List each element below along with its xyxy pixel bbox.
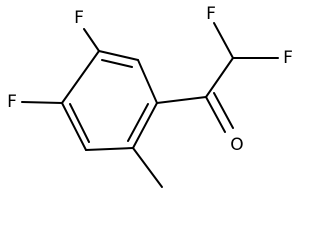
bond-to-difluoromethyl (205, 57, 234, 98)
benzene-ring (61, 50, 158, 151)
atom-label-fluorine: F (283, 48, 293, 68)
atom-label-oxygen: O (230, 135, 243, 155)
bond-to-fluorine-top (83, 28, 100, 52)
ring-bond (132, 102, 158, 149)
bond-to-methyl (132, 147, 163, 188)
atom-label-fluorine: F (7, 92, 17, 112)
ring-bond (85, 147, 134, 151)
bond-to-carbonyl (156, 96, 207, 104)
ring-bond (137, 59, 158, 104)
ring-bond (61, 50, 100, 104)
ring-bond (98, 50, 139, 61)
carbonyl-double-bond (213, 92, 234, 129)
atom-label-fluorine: F (206, 4, 216, 24)
ring-double-bond (101, 59, 133, 68)
ring-double-bond (127, 103, 149, 142)
ring-double-bond (69, 103, 90, 143)
ring-bond (61, 102, 87, 151)
carbonyl-double-bond (205, 96, 226, 133)
bond-to-fluorine-chain-left (213, 22, 234, 59)
chemical-structure-diagram: F F F F O (7, 4, 293, 188)
bond-to-fluorine-left (21, 101, 63, 104)
atom-label-fluorine: F (74, 8, 84, 28)
